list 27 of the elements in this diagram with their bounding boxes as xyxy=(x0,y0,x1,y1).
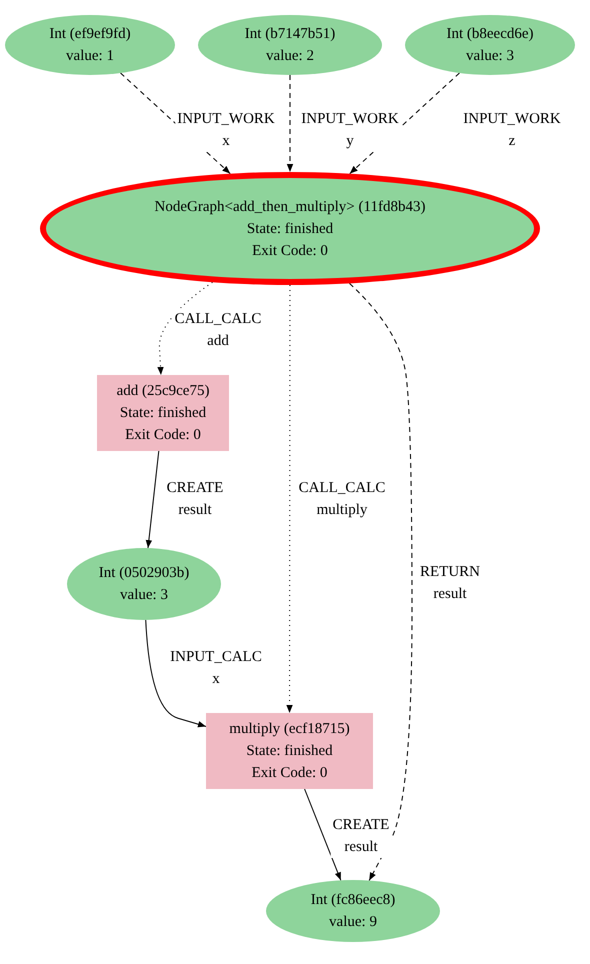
node-text: Exit Code: 0 xyxy=(252,242,328,260)
node-text: value: 2 xyxy=(266,47,314,66)
arrow xyxy=(145,620,206,728)
arrow xyxy=(348,282,412,882)
node-text: value: 3 xyxy=(120,586,168,605)
arrow xyxy=(286,284,293,714)
arrow xyxy=(304,788,342,881)
node-text: value: 9 xyxy=(329,913,377,932)
node-text: multiply (ecf18715) xyxy=(229,720,350,739)
node-text: add (25c9ce75) xyxy=(116,382,210,401)
node-text: Exit Code: 0 xyxy=(252,764,328,783)
node-text: Int (b7147b51) xyxy=(244,25,336,44)
node-text: value: 1 xyxy=(66,47,114,66)
process-box xyxy=(97,375,229,451)
node-text: Exit Code: 0 xyxy=(125,426,201,445)
arrow xyxy=(286,74,294,172)
node-text: State: finished xyxy=(246,220,334,238)
node-text: Int (b8eecd6e) xyxy=(446,25,534,44)
node-text: Int (ef9ef9fd) xyxy=(49,25,131,44)
node-text: value: 3 xyxy=(466,47,514,66)
arrow xyxy=(146,450,160,549)
node-text: State: finished xyxy=(246,742,333,761)
process-box xyxy=(206,713,373,789)
node-text: State: finished xyxy=(120,404,206,423)
node-text: NodeGraph<add_then_multiply> (11fd8b43) xyxy=(154,198,426,216)
node-text: Int (fc86eec8) xyxy=(310,891,396,910)
node-text: Int (0502903b) xyxy=(98,564,190,583)
